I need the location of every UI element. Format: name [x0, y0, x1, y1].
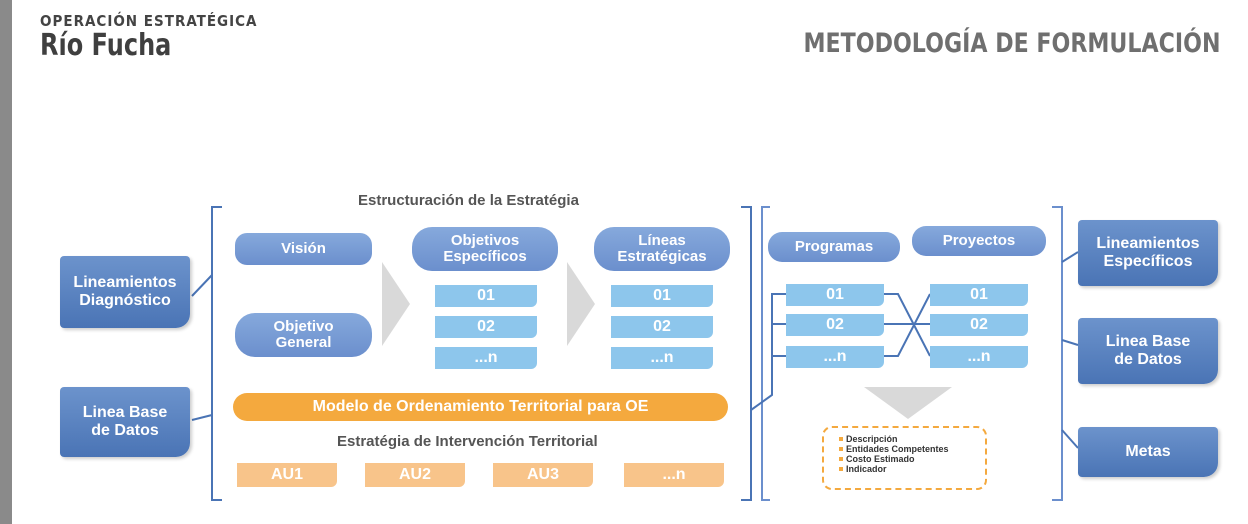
cell-label: 01 [653, 287, 671, 304]
proyectos-box: Proyectos [912, 226, 1046, 256]
modelo-ordenamiento-label: Modelo de Ordenamiento Territorial para … [312, 398, 649, 415]
linea-base-output-box: Linea Base de Datos [1078, 318, 1218, 384]
lineamientos-especificos-label: Lineamientos Específicos [1096, 234, 1200, 270]
left-accent-bar [0, 0, 12, 524]
vision-label: Visión [281, 239, 326, 257]
vision-box: Visión [235, 233, 372, 265]
lineas-estrategicas-box: Líneas Estratégicas [594, 227, 730, 271]
flow-arrow-2 [567, 262, 595, 346]
lineamientos-especificos-box: Lineamientos Específicos [1078, 220, 1218, 286]
cell-label: 01 [970, 286, 988, 303]
linea-estrategica-cell: 01 [611, 285, 713, 307]
objetivos-especificos-box: Objetivos Específicos [412, 227, 558, 271]
proyecto-cell: 02 [930, 314, 1028, 336]
note-item: Indicador [839, 464, 985, 474]
linea-base-output-label: Linea Base de Datos [1105, 332, 1191, 368]
note-item: Costo Estimado [839, 454, 985, 464]
au-label: AU1 [270, 466, 303, 483]
estructuracion-title: Estructuración de la Estratégia [358, 192, 579, 209]
linea-estrategica-cell: ...n [611, 347, 713, 369]
objetivo-especifico-cell: ...n [435, 347, 537, 369]
page-title: METODOLOGÍA DE FORMULACIÓN [803, 28, 1220, 59]
linea-base-input-box: Linea Base de Datos [60, 387, 190, 457]
au-label: ...n [662, 466, 686, 483]
down-arrow [864, 387, 952, 419]
cell-label: 02 [477, 318, 495, 335]
objetivo-especifico-cell: 01 [435, 285, 537, 307]
cell-label: ...n [823, 348, 847, 365]
cell-label: ...n [474, 349, 498, 366]
modelo-ordenamiento-bar: Modelo de Ordenamiento Territorial para … [233, 393, 728, 421]
programas-label: Programas [794, 237, 874, 255]
intervencion-title: Estratégia de Intervención Territorial [337, 433, 598, 450]
au-label: AU2 [398, 466, 431, 483]
programa-cell: ...n [786, 346, 884, 368]
lineamientos-diagnostico-box: Lineamientos Diagnóstico [60, 256, 190, 328]
au-cell: AU1 [237, 463, 337, 487]
flow-arrow-1 [382, 262, 410, 346]
note-item: Descripción [839, 434, 985, 444]
linea-base-input-label: Linea Base de Datos [82, 403, 168, 439]
lineamientos-diagnostico-label: Lineamientos Diagnóstico [73, 273, 177, 309]
programas-box: Programas [768, 232, 900, 262]
proyecto-cell: ...n [930, 346, 1028, 368]
programa-cell: 02 [786, 314, 884, 336]
objetivo-general-box: Objetivo General [235, 313, 372, 357]
objetivos-especificos-label: Objetivos Específicos [443, 231, 527, 265]
brand-subtitle: OPERACIÓN ESTRATÉGICA [40, 12, 258, 30]
au-cell: ...n [624, 463, 724, 487]
brand-title: Río Fucha [40, 28, 172, 63]
proyecto-cell: 01 [930, 284, 1028, 306]
lineas-estrategicas-label: Líneas Estratégicas [617, 231, 707, 265]
cell-label: 02 [826, 316, 844, 333]
metas-box: Metas [1078, 427, 1218, 477]
au-label: AU3 [526, 466, 559, 483]
au-cell: AU2 [365, 463, 465, 487]
programa-cell: 01 [786, 284, 884, 306]
metas-label: Metas [1125, 442, 1171, 460]
objetivo-general-label: Objetivo General [273, 317, 334, 351]
linea-estrategica-cell: 02 [611, 316, 713, 338]
cell-label: ...n [967, 348, 991, 365]
cell-label: ...n [650, 349, 674, 366]
cell-label: 01 [477, 287, 495, 304]
note-item: Entidades Competentes [839, 444, 985, 454]
cell-label: 02 [653, 318, 671, 335]
cell-label: 01 [826, 286, 844, 303]
proyectos-label: Proyectos [942, 231, 1016, 249]
cell-label: 02 [970, 316, 988, 333]
objetivo-especifico-cell: 02 [435, 316, 537, 338]
au-cell: AU3 [493, 463, 593, 487]
proyecto-details-box: Descripción Entidades Competentes Costo … [822, 426, 987, 490]
